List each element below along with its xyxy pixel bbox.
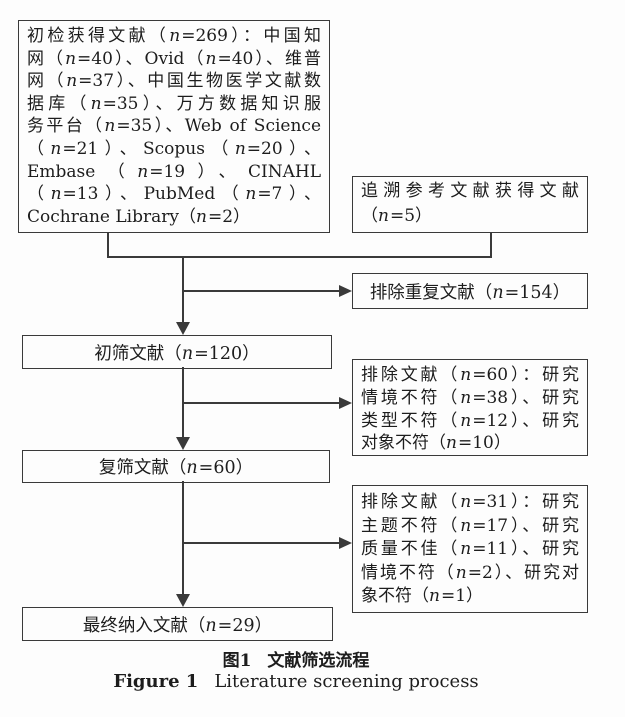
text-line: Embase（n=19）、CINAHL bbox=[27, 161, 321, 182]
text-line: 对象不符（n=10） bbox=[361, 433, 511, 454]
figure-number-zh: 图1 bbox=[222, 651, 252, 671]
final-inclusion-box: 最终纳入文献（n=29） bbox=[22, 607, 333, 641]
text-line: 务平台（n=35）、Web of Science bbox=[27, 116, 322, 137]
arrowhead-right-duplicates-icon bbox=[339, 285, 352, 297]
connector-branch-duplicates bbox=[182, 290, 340, 292]
text-line: 网（n=37）、中国生物医学文献数 bbox=[27, 71, 321, 92]
text-line: 初检获得文献（n=269）：中国知 bbox=[27, 26, 321, 46]
text-line: Cochrane Library（n=2） bbox=[27, 206, 251, 227]
connector-branch-excluded-31 bbox=[182, 542, 340, 544]
arrowhead-down-initial-screening-icon bbox=[176, 322, 190, 335]
connector-merge bbox=[107, 256, 492, 258]
figure-caption-zh: 图1 文献筛选流程 bbox=[0, 646, 592, 671]
connector-branch-excluded-60 bbox=[182, 402, 340, 404]
text-line: 追溯参考文献获得文献 bbox=[361, 181, 579, 201]
text-line: （n=13）、PubMed（n=7）、 bbox=[27, 184, 322, 205]
text-line: 质量不佳（n=11）、研究 bbox=[361, 539, 579, 560]
connector-tracing-down bbox=[490, 232, 492, 258]
text-line: 排除文献（n=60）：研究 bbox=[361, 365, 579, 385]
text-line: （n=5） bbox=[361, 206, 433, 226]
text-line: 类型不符（n=12）、研究 bbox=[361, 410, 579, 431]
initial-retrieval-box: 初检获得文献（n=269）：中国知网（n=40）、Ovid（n=40）、维普网（… bbox=[18, 20, 330, 233]
duplicate-exclusion-label: 排除重复文献（n=154） bbox=[369, 282, 571, 303]
figure-caption-en: Figure 1 Literature screening process bbox=[0, 671, 592, 692]
figure-title-zh: 文献筛选流程 bbox=[267, 651, 370, 671]
connector-spine-3 bbox=[182, 481, 184, 595]
text-line: 主题不符（n=17）、研究 bbox=[361, 515, 579, 536]
second-screening-label: 复筛文献（n=60） bbox=[98, 458, 254, 478]
arrowhead-down-second-screening-icon bbox=[176, 437, 190, 450]
text-line: 据库（n=35）、万方数据知识服 bbox=[27, 93, 321, 114]
second-screening-box: 复筛文献（n=60） bbox=[22, 450, 330, 483]
duplicate-exclusion-box: 排除重复文献（n=154） bbox=[352, 273, 588, 309]
connector-initial-down bbox=[107, 232, 109, 258]
second-exclusion-box: 排除文献（n=31）：研究主题不符（n=17）、研究质量不佳（n=11）、研究情… bbox=[352, 485, 588, 613]
connector-spine-1 bbox=[182, 256, 184, 323]
initial-screening-box: 初筛文献（n=120） bbox=[22, 335, 332, 369]
figure-title-en: Literature screening process bbox=[214, 671, 479, 692]
text-line: 情境不符（n=2）、研究对 bbox=[361, 562, 580, 583]
reference-tracing-box: 追溯参考文献获得文献 （n=5） bbox=[352, 176, 588, 233]
text-line: 排除文献（n=31）：研究 bbox=[361, 492, 579, 512]
figure-number-en: Figure 1 bbox=[113, 671, 199, 692]
initial-screening-label: 初筛文献（n=120） bbox=[94, 343, 260, 364]
text-line: 网（n=40）、Ovid（n=40）、维普 bbox=[27, 48, 321, 69]
arrowhead-down-final-inclusion-icon bbox=[176, 594, 190, 607]
text-line: 象不符（n=1） bbox=[361, 586, 484, 607]
arrowhead-right-excluded-31-icon bbox=[339, 537, 352, 549]
arrowhead-right-excluded-60-icon bbox=[339, 397, 352, 409]
final-inclusion-label: 最终纳入文献（n=29） bbox=[82, 615, 273, 636]
text-line: 情境不符（n=38）、研究 bbox=[361, 387, 579, 408]
text-line: （n=21）、Scopus（n=20）、 bbox=[27, 138, 321, 159]
first-exclusion-box: 排除文献（n=60）：研究情境不符（n=38）、研究类型不符（n=12）、研究对… bbox=[352, 359, 588, 456]
